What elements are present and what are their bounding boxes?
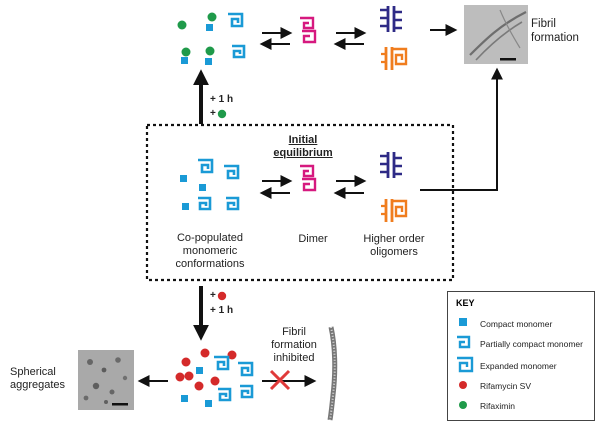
oligomer-orange-icon <box>379 197 408 224</box>
oligomer-purple-icon <box>378 150 404 180</box>
bottom-monomer-cluster <box>175 348 254 407</box>
oligomer-orange-icon <box>379 45 408 72</box>
key-compact-monomer: Compact monomer <box>480 319 553 329</box>
initial-equilibrium-box <box>145 123 455 282</box>
spherical-aggregates-label: Spherical aggregates <box>10 366 66 391</box>
fibril-formation-label: Fibril formation <box>531 18 579 44</box>
rifaximin-icon <box>181 47 191 57</box>
oligomer-purple-icon <box>378 4 404 34</box>
legend-key: KEY Compact monomer Partially compact mo… <box>447 291 595 421</box>
rifaximin-icon <box>207 12 217 22</box>
inhibit-cross-icon <box>269 369 291 391</box>
initial-equilibrium-title: Initial equilibrium <box>273 134 333 159</box>
key-partially-compact-monomer: Partially compact monomer <box>480 339 583 349</box>
expanded-monomer-icon <box>457 356 474 373</box>
rifaximin-icon <box>177 20 187 30</box>
spherical-micrograph <box>78 350 134 410</box>
key-rifaximin: Rifaximin <box>480 401 515 411</box>
top-monomer-cluster <box>177 12 246 65</box>
key-title: KEY <box>456 298 475 308</box>
monomers-label: Co-populated monomeric conformations <box>175 232 245 270</box>
dimer-icon <box>298 16 317 44</box>
dimer-label: Dimer <box>298 233 328 245</box>
rifamycin-sv-icon <box>459 381 467 389</box>
key-icons <box>457 318 474 409</box>
partially-compact-monomer-icon <box>457 335 471 349</box>
rifaximin-icon <box>217 109 227 119</box>
down-time-label: + 1 h <box>210 305 234 316</box>
key-expanded-monomer: Expanded monomer <box>480 361 557 371</box>
oligomer-to-fibril-arrow <box>420 67 503 191</box>
single-fibril-image <box>327 326 338 421</box>
fibril-micrograph <box>464 5 528 64</box>
initial-monomer-cluster <box>180 158 240 211</box>
key-rifamycin-sv: Rifamycin SV <box>480 381 532 391</box>
oligomers-label: Higher order oligomers <box>363 233 425 258</box>
up-drug-label: + <box>210 108 216 119</box>
fibril-inhibited-label: Fibril formation inhibited <box>271 326 317 364</box>
rifaximin-icon <box>459 401 467 409</box>
down-drug-label: + <box>210 290 216 301</box>
rifaximin-icon <box>205 46 215 56</box>
rifamycin-sv-icon <box>217 291 227 301</box>
compact-monomer-icon <box>459 318 467 326</box>
dimer-icon <box>298 164 317 192</box>
up-time-label: + 1 h <box>210 94 234 105</box>
